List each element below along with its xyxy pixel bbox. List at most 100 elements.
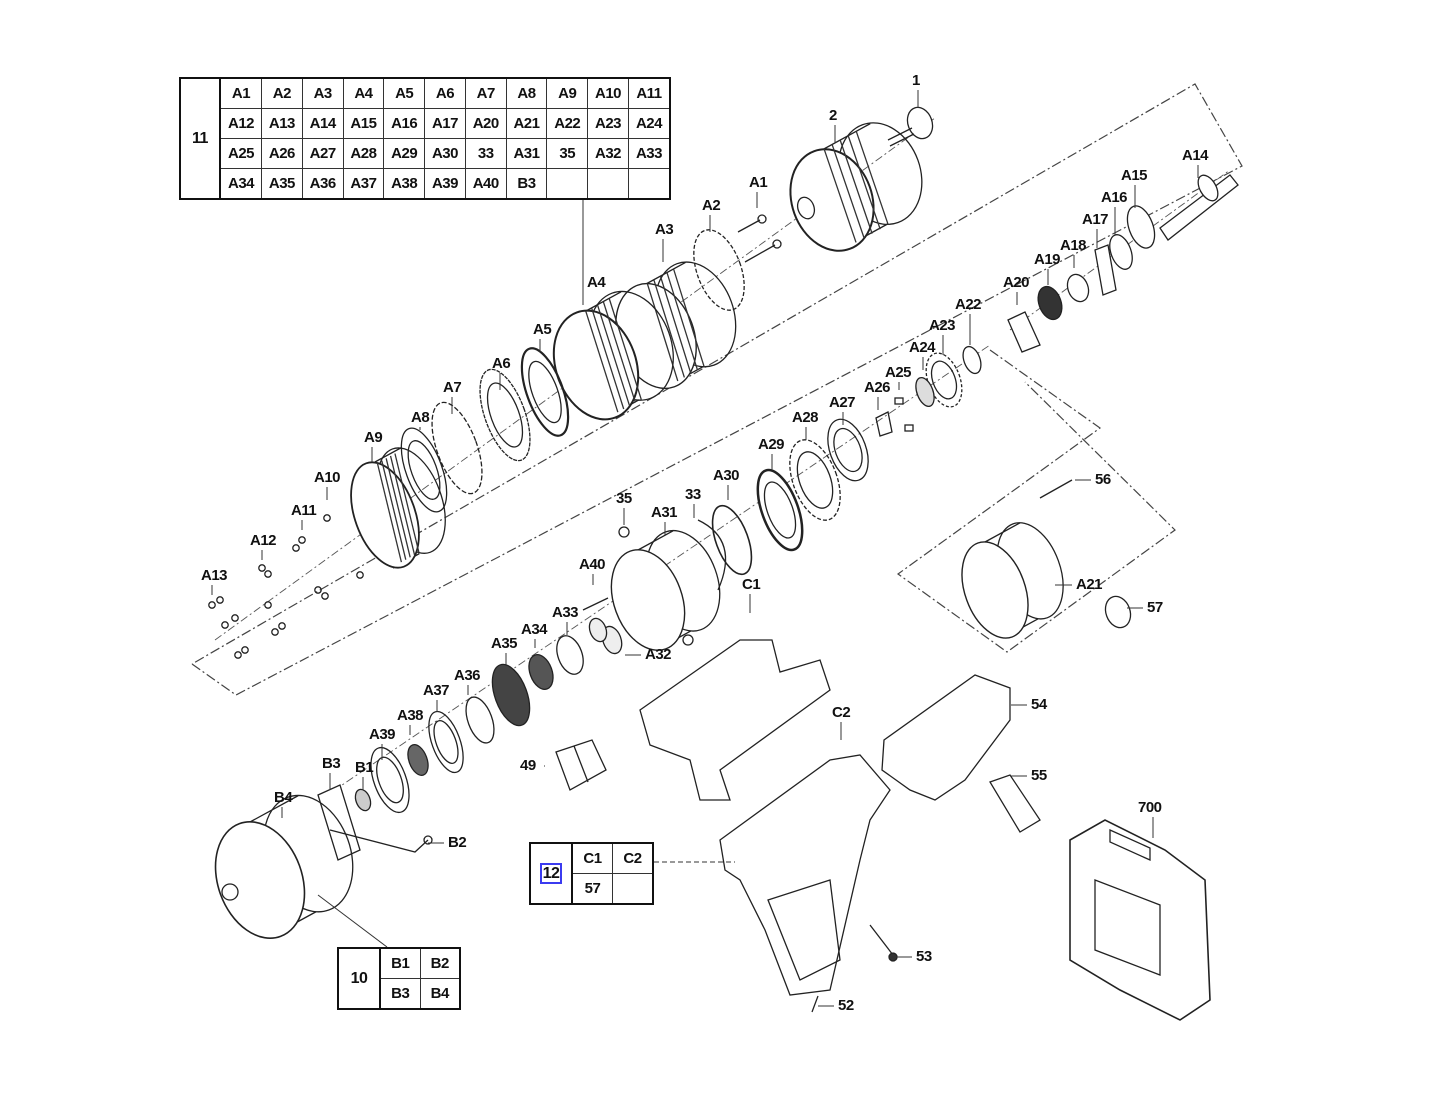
ring-gear-a4 bbox=[552, 290, 674, 421]
kit-number-label[interactable]: 12 bbox=[539, 862, 563, 884]
part-label-56[interactable]: 56 bbox=[1095, 471, 1111, 488]
part-label-a33[interactable]: A33 bbox=[552, 604, 579, 621]
part-label-a20[interactable]: A20 bbox=[1003, 274, 1030, 291]
part-label-a14[interactable]: A14 bbox=[1182, 147, 1209, 164]
part-label-a40[interactable]: A40 bbox=[579, 556, 606, 573]
kit-cell bbox=[587, 168, 629, 200]
kit-cell: A3 bbox=[301, 77, 344, 109]
kit-number-label[interactable]: 10 bbox=[350, 969, 368, 987]
ring-a8-inner bbox=[407, 440, 441, 500]
part-label-b3[interactable]: B3 bbox=[322, 755, 341, 772]
ring-a37-inner bbox=[433, 720, 459, 764]
cage-a3-rib bbox=[673, 269, 705, 367]
part-label-a6[interactable]: A6 bbox=[492, 355, 511, 372]
ring-gear-a4-rib bbox=[608, 298, 642, 400]
part-label-a24[interactable]: A24 bbox=[909, 339, 936, 356]
ring-gear-a4-rib bbox=[602, 301, 637, 403]
kit-cell: A24 bbox=[627, 108, 671, 139]
motor-b4-edge-top bbox=[249, 795, 299, 823]
small-part-pin bbox=[216, 596, 224, 604]
kit-cell bbox=[627, 168, 671, 200]
part-label-a5[interactable]: A5 bbox=[533, 321, 552, 338]
part-label-2[interactable]: 2 bbox=[829, 107, 837, 124]
part-label-49[interactable]: 49 bbox=[520, 757, 536, 774]
part-label-52[interactable]: 52 bbox=[838, 997, 854, 1014]
part-label-a32[interactable]: A32 bbox=[645, 646, 672, 663]
part-label-53[interactable]: 53 bbox=[916, 948, 932, 965]
part-label-35[interactable]: 35 bbox=[616, 490, 632, 507]
part-label-a4[interactable]: A4 bbox=[587, 274, 606, 291]
part-label-a16[interactable]: A16 bbox=[1101, 189, 1128, 206]
part-label-a29[interactable]: A29 bbox=[758, 436, 785, 453]
part-label-a39[interactable]: A39 bbox=[369, 726, 396, 743]
part-label-a8[interactable]: A8 bbox=[411, 409, 430, 426]
part-label-a12[interactable]: A12 bbox=[250, 532, 277, 549]
small-part-pin bbox=[208, 601, 216, 609]
part-label-a27[interactable]: A27 bbox=[829, 394, 856, 411]
plate-a28-outer bbox=[789, 439, 841, 521]
part-label-b2[interactable]: B2 bbox=[448, 834, 467, 851]
part-label-a31[interactable]: A31 bbox=[651, 504, 678, 521]
ring-gear-a4-edge-top bbox=[585, 291, 622, 312]
part-label-a23[interactable]: A23 bbox=[929, 317, 956, 334]
part-label-a30[interactable]: A30 bbox=[713, 467, 740, 484]
part-label-a7[interactable]: A7 bbox=[443, 379, 462, 396]
chuck-part-2-rib bbox=[847, 135, 881, 230]
screw-52 bbox=[811, 995, 819, 1013]
part-label-c1[interactable]: C1 bbox=[742, 576, 761, 593]
part-label-33[interactable]: 33 bbox=[685, 486, 701, 503]
part-label-a11[interactable]: A11 bbox=[291, 502, 317, 519]
part-label-a15[interactable]: A15 bbox=[1121, 167, 1148, 184]
kit-cell: A17 bbox=[424, 108, 466, 139]
part-label-1[interactable]: 1 bbox=[912, 72, 920, 89]
kit-cell: A20 bbox=[464, 108, 507, 139]
part-label-a18[interactable]: A18 bbox=[1060, 237, 1087, 254]
part-label-a2[interactable]: A2 bbox=[702, 197, 721, 214]
part-label-a3[interactable]: A3 bbox=[655, 221, 674, 238]
clutch-housing-a21-edge-top bbox=[984, 522, 1021, 543]
kit-cell: A7 bbox=[464, 77, 507, 109]
ring-a9 bbox=[350, 447, 446, 569]
carrier-a27-outer bbox=[827, 418, 869, 482]
part-label-a21[interactable]: A21 bbox=[1076, 576, 1103, 593]
part-label-a34[interactable]: A34 bbox=[521, 621, 548, 638]
part-label-a17[interactable]: A17 bbox=[1082, 211, 1109, 228]
part-label-a26[interactable]: A26 bbox=[864, 379, 891, 396]
part-label-a25[interactable]: A25 bbox=[885, 364, 912, 381]
part-label-c2[interactable]: C2 bbox=[832, 704, 851, 721]
kit-number-label[interactable]: 11 bbox=[192, 129, 208, 147]
part-label-55[interactable]: 55 bbox=[1031, 767, 1047, 784]
part-label-a28[interactable]: A28 bbox=[792, 409, 819, 426]
kit-cell: B3 bbox=[379, 978, 421, 1010]
part-label-a37[interactable]: A37 bbox=[423, 682, 450, 699]
plate-a28-inner bbox=[796, 451, 834, 509]
kit-cell: A39 bbox=[424, 168, 466, 200]
pin-a25 bbox=[894, 397, 904, 405]
part-label-b4[interactable]: B4 bbox=[274, 789, 293, 806]
part-label-a38[interactable]: A38 bbox=[397, 707, 424, 724]
chuck-face-part-2 bbox=[796, 196, 816, 220]
part-label-700[interactable]: 700 bbox=[1138, 799, 1162, 816]
part-label-a13[interactable]: A13 bbox=[201, 567, 228, 584]
part-label-a36[interactable]: A36 bbox=[454, 667, 481, 684]
part-label-a9[interactable]: A9 bbox=[364, 429, 383, 446]
part-label-a19[interactable]: A19 bbox=[1034, 251, 1061, 268]
part-label-57[interactable]: 57 bbox=[1147, 599, 1163, 616]
ring-a9-rib bbox=[394, 453, 420, 553]
part-label-a35[interactable]: A35 bbox=[491, 635, 518, 652]
part-label-b1[interactable]: B1 bbox=[355, 759, 374, 776]
ring-a37 bbox=[428, 710, 464, 774]
part-label-a22[interactable]: A22 bbox=[955, 296, 982, 313]
part-label-a10[interactable]: A10 bbox=[314, 469, 341, 486]
small-part-pin bbox=[221, 621, 229, 629]
part-label-54[interactable]: 54 bbox=[1031, 696, 1047, 713]
clutch-housing-a21 bbox=[961, 522, 1064, 639]
part-label-a1[interactable]: A1 bbox=[749, 174, 768, 191]
screw-long bbox=[744, 244, 776, 263]
screw-53-head bbox=[888, 952, 898, 962]
